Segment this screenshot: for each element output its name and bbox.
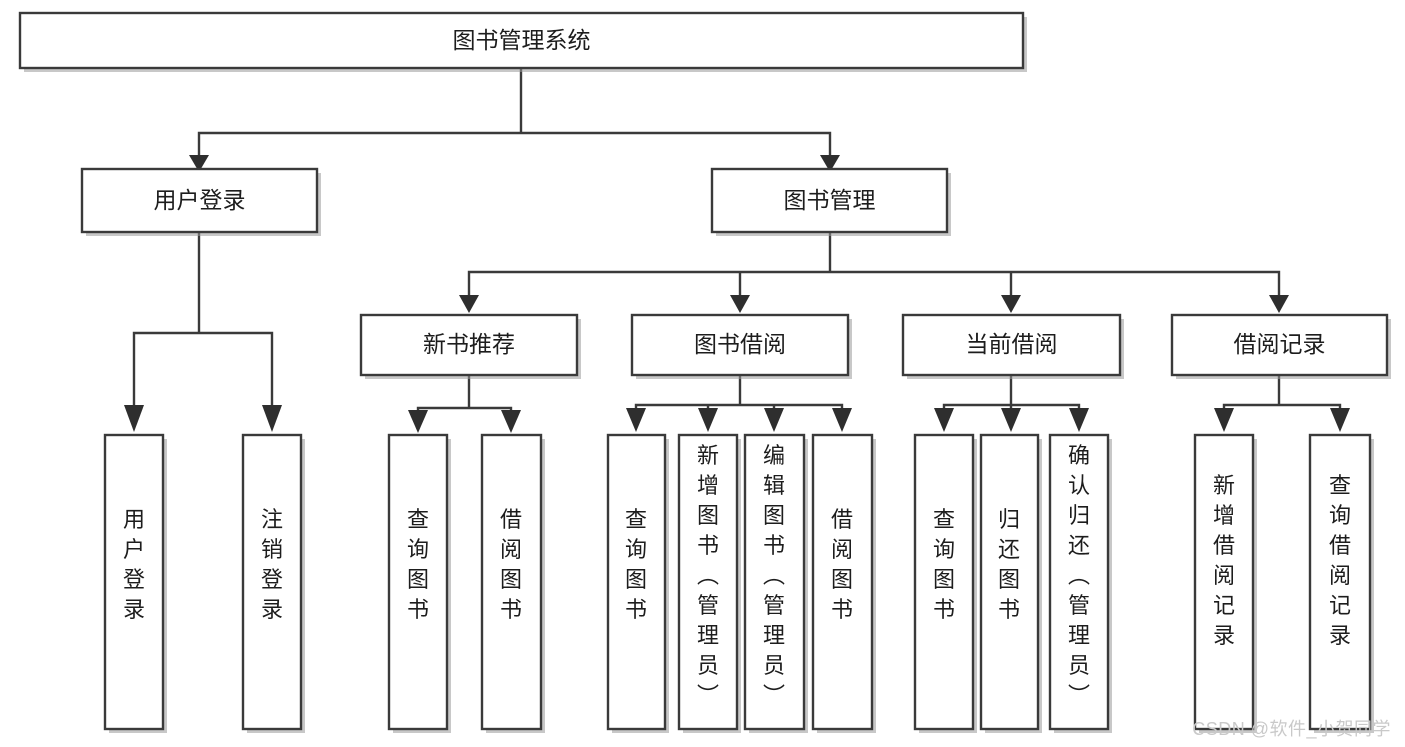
connector-root-to-level2 <box>197 66 832 160</box>
connector-bookmgmt-to-level3 <box>467 230 1281 300</box>
arrow-to-current-borrow <box>1001 295 1021 313</box>
node-leaf-add-record-label: 新增借阅记录 <box>1213 473 1235 648</box>
connector-currentborrow-to-leaves <box>942 373 1081 414</box>
node-leaf-borrow-book-2[interactable]: 借阅图书 <box>811 433 876 733</box>
arrow-to-leaf-confirm-return <box>1069 408 1089 432</box>
node-current-borrow[interactable]: 当前借阅 <box>901 313 1124 379</box>
arrow-to-user-login <box>189 155 209 172</box>
node-borrow-record-label: 借阅记录 <box>1234 331 1326 357</box>
arrow-to-book-borrow <box>730 295 750 313</box>
arrow-to-book-mgmt <box>820 155 840 172</box>
node-leaf-query-book-3[interactable]: 查询图书 <box>913 433 977 733</box>
node-user-login-label: 用户登录 <box>154 187 246 213</box>
node-leaf-confirm-return[interactable]: 确认归还︵管理员︶ <box>1048 433 1112 733</box>
arrow-to-leaf-add-book <box>698 408 718 432</box>
connector-borrowrecord-to-leaves <box>1222 373 1342 414</box>
arrow-to-leaf-user-login <box>124 405 144 432</box>
node-leaf-query-record[interactable]: 查询借阅记录 <box>1308 433 1374 733</box>
arrow-to-leaf-query-book-3 <box>934 408 954 432</box>
arrow-to-leaf-query-book-2 <box>626 408 646 432</box>
node-leaf-add-record[interactable]: 新增借阅记录 <box>1193 433 1257 733</box>
node-root-label: 图书管理系统 <box>453 27 591 53</box>
node-leaf-confirm-return-label: 确认归还︵管理员︶ <box>1068 443 1090 708</box>
node-leaf-add-book-label: 新增图书︵管理员︶ <box>697 443 719 708</box>
arrow-to-leaf-query-book-1 <box>408 410 428 433</box>
arrow-to-leaf-borrow-book-1 <box>501 410 521 433</box>
node-leaf-edit-book-label: 编辑图书︵管理员︶ <box>763 443 785 708</box>
node-leaf-query-book-3-label: 查询图书 <box>933 507 955 622</box>
node-book-borrow[interactable]: 图书借阅 <box>630 313 852 379</box>
node-current-borrow-label: 当前借阅 <box>966 331 1058 357</box>
node-leaf-query-record-label: 查询借阅记录 <box>1329 473 1351 648</box>
node-book-mgmt[interactable]: 图书管理 <box>710 167 951 236</box>
node-leaf-query-book-1[interactable]: 查询图书 <box>387 433 451 733</box>
node-leaf-add-book[interactable]: 新增图书︵管理员︶ <box>677 433 741 733</box>
connector-bookborrow-to-leaves <box>634 373 844 414</box>
node-leaf-borrow-book-1-label: 借阅图书 <box>500 507 522 622</box>
node-leaf-return-book-label: 归还图书 <box>998 507 1020 622</box>
node-leaf-user-login[interactable]: 用户登录 <box>103 433 167 733</box>
arrow-to-leaf-user-logout <box>262 405 282 432</box>
arrow-to-leaf-borrow-book-2 <box>832 408 852 432</box>
node-book-mgmt-label: 图书管理 <box>784 187 876 213</box>
node-leaf-return-book[interactable]: 归还图书 <box>979 433 1042 733</box>
arrow-to-leaf-query-record <box>1330 408 1350 432</box>
csdn-watermark: CSDN @软件_小贺同学 <box>1192 719 1391 739</box>
node-new-book-rec-label: 新书推荐 <box>423 331 515 357</box>
node-leaf-user-login-label: 用户登录 <box>123 507 145 622</box>
connector-layer <box>124 66 1350 433</box>
node-book-borrow-label: 图书借阅 <box>694 331 786 357</box>
node-leaf-query-book-1-label: 查询图书 <box>407 507 429 622</box>
node-leaf-borrow-book-1[interactable]: 借阅图书 <box>480 433 545 733</box>
arrow-to-leaf-add-record <box>1214 408 1234 432</box>
arrow-to-leaf-edit-book <box>764 408 784 432</box>
node-leaf-query-book-2-label: 查询图书 <box>625 507 647 622</box>
node-borrow-record[interactable]: 借阅记录 <box>1170 313 1391 379</box>
node-user-login[interactable]: 用户登录 <box>80 167 321 236</box>
node-leaf-user-logout[interactable]: 注销登录 <box>241 433 305 733</box>
arrow-to-leaf-return-book <box>1001 408 1021 432</box>
node-leaf-query-book-2[interactable]: 查询图书 <box>606 433 669 733</box>
node-leaf-user-logout-label: 注销登录 <box>261 507 283 622</box>
node-root[interactable]: 图书管理系统 <box>18 11 1027 72</box>
node-new-book-rec[interactable]: 新书推荐 <box>359 313 581 379</box>
connector-userlogin-to-leaves <box>132 230 274 410</box>
connector-newbook-to-leaves <box>416 373 513 416</box>
arrow-to-new-book-rec <box>459 295 479 313</box>
node-leaf-borrow-book-2-label: 借阅图书 <box>831 507 853 622</box>
node-leaf-edit-book[interactable]: 编辑图书︵管理员︶ <box>743 433 808 733</box>
arrow-to-borrow-record <box>1269 295 1289 313</box>
